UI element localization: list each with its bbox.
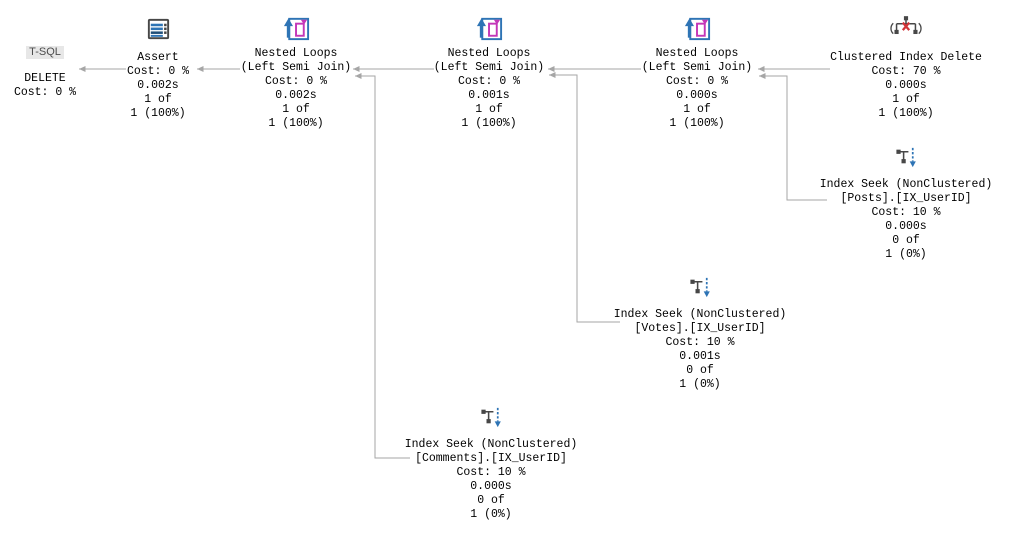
node-rows-pct: 1 (100%) — [268, 117, 324, 130]
node-rows: 1 of — [475, 103, 503, 116]
node-rows: 1 of — [282, 103, 310, 116]
node-rows: 0 of — [477, 494, 505, 507]
node-label: Index Seek (NonClustered) — [404, 438, 578, 451]
tsql-language-badge: T-SQL — [26, 46, 64, 59]
node-object: [Comments].[IX_UserID] — [415, 452, 567, 465]
node-cost: Cost: 0 % — [264, 75, 328, 88]
node-label: Nested Loops — [447, 47, 531, 60]
node-rows-pct: 1 (100%) — [878, 107, 934, 120]
plan-node-tsql-delete[interactable]: T-SQL DELETE Cost: 0 % — [0, 46, 155, 100]
plan-node-assert[interactable]: Assert Cost: 0 % 0.002s 1 of 1 (100%) — [48, 16, 268, 121]
node-rows-pct: 1 (100%) — [130, 107, 186, 120]
nested-loops-icon — [379, 14, 599, 43]
edge-index-seek-posts-to-nested-loops-3[interactable] — [759, 73, 827, 201]
edge-index-seek-votes-to-nested-loops-2[interactable] — [549, 72, 620, 323]
node-time: 0.000s — [470, 480, 512, 493]
node-label: Index Seek (NonClustered) — [613, 308, 787, 321]
nested-loops-icon — [186, 14, 406, 43]
node-time: 0.002s — [137, 79, 179, 92]
node-cost: Cost: 0 % — [457, 75, 521, 88]
node-label: Nested Loops — [655, 47, 739, 60]
node-rows-pct: 1 (100%) — [669, 117, 725, 130]
index-seek-icon — [796, 145, 1013, 172]
node-label: Nested Loops — [254, 47, 338, 60]
node-time: 0.000s — [885, 79, 927, 92]
node-rows: 1 of — [683, 103, 711, 116]
node-label: Clustered Index Delete — [830, 51, 982, 64]
node-cost: Cost: 10 % — [665, 336, 735, 349]
node-rows: 0 of — [686, 364, 714, 377]
node-rows-pct: 1 (0%) — [885, 248, 927, 261]
node-sublabel: (Left Semi Join) — [433, 61, 545, 74]
nested-loops-icon — [587, 14, 807, 43]
node-label: DELETE — [24, 72, 66, 85]
node-cost: Cost: 10 % — [456, 466, 526, 479]
node-cost: Cost: 0 % — [13, 86, 77, 99]
plan-node-index-seek-votes[interactable]: Index Seek (NonClustered) [Votes].[IX_Us… — [590, 275, 810, 392]
plan-node-clustered-index-delete[interactable]: Clustered Index Delete Cost: 70 % 0.000s… — [796, 14, 1013, 121]
node-sublabel: (Left Semi Join) — [240, 61, 352, 74]
index-seek-icon — [590, 275, 810, 302]
node-sublabel: (Left Semi Join) — [641, 61, 753, 74]
node-label: Assert — [137, 51, 179, 64]
node-rows-pct: 1 (0%) — [679, 378, 721, 391]
node-rows: 0 of — [892, 234, 920, 247]
plan-node-index-seek-posts[interactable]: Index Seek (NonClustered) [Posts].[IX_Us… — [796, 145, 1013, 262]
node-time: 0.001s — [468, 89, 510, 102]
node-cost: Cost: 70 % — [871, 65, 941, 78]
plan-node-nested-loops-2[interactable]: Nested Loops (Left Semi Join) Cost: 0 % … — [379, 14, 599, 131]
node-object: [Posts].[IX_UserID] — [840, 192, 972, 205]
node-object: [Votes].[IX_UserID] — [634, 322, 766, 335]
node-time: 0.000s — [676, 89, 718, 102]
node-rows-pct: 1 (100%) — [461, 117, 517, 130]
node-label: Index Seek (NonClustered) — [819, 178, 993, 191]
edge-index-seek-comments-to-nested-loops-1[interactable] — [355, 73, 410, 459]
clustered-index-delete-icon — [796, 14, 1013, 41]
node-rows: 1 of — [144, 93, 172, 106]
node-rows: 1 of — [892, 93, 920, 106]
assert-icon — [48, 16, 268, 43]
node-cost: Cost: 10 % — [871, 206, 941, 219]
plan-node-index-seek-comments[interactable]: Index Seek (NonClustered) [Comments].[IX… — [381, 405, 601, 522]
plan-node-nested-loops-1[interactable]: Nested Loops (Left Semi Join) Cost: 0 % … — [186, 14, 406, 131]
node-time: 0.002s — [275, 89, 317, 102]
node-time: 0.000s — [885, 220, 927, 233]
node-time: 0.001s — [679, 350, 721, 363]
index-seek-icon — [381, 405, 601, 432]
node-rows-pct: 1 (0%) — [470, 508, 512, 521]
node-cost: Cost: 0 % — [126, 65, 190, 78]
node-cost: Cost: 0 % — [665, 75, 729, 88]
plan-node-nested-loops-3[interactable]: Nested Loops (Left Semi Join) Cost: 0 % … — [587, 14, 807, 131]
